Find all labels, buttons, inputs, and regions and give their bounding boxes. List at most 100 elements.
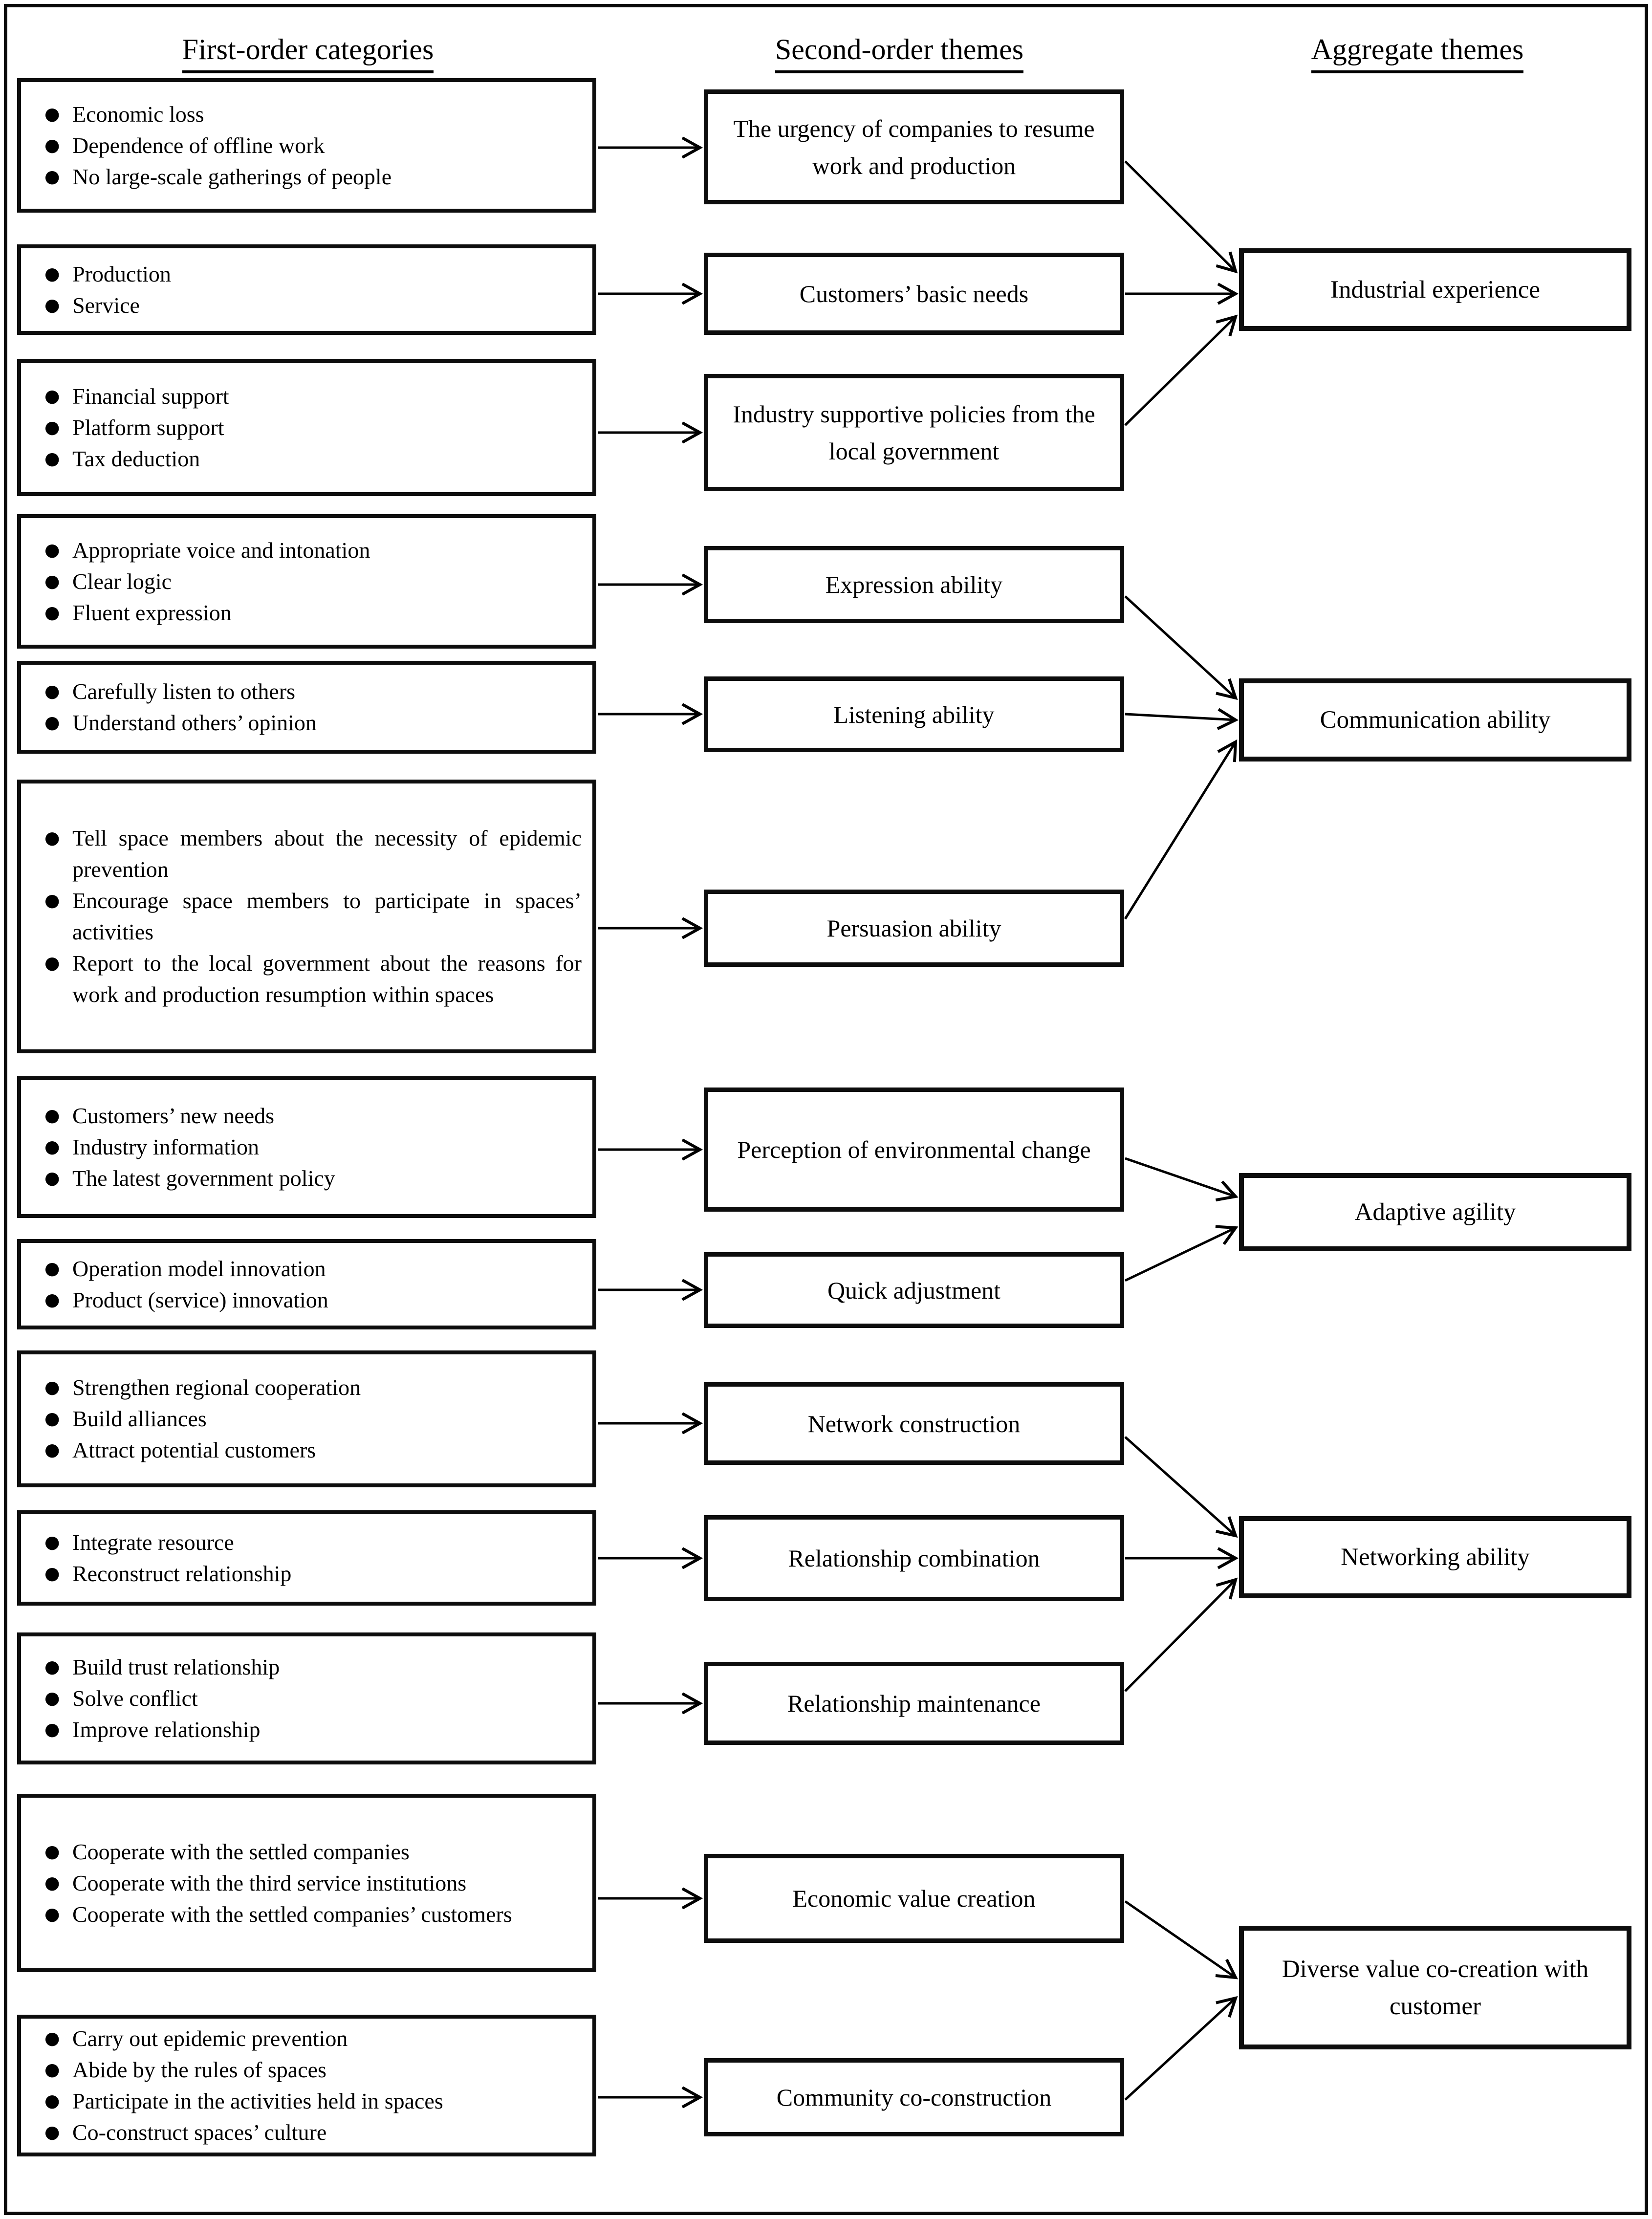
first-order-box-persuasion: ● Tell space members about the necessity … — [17, 780, 596, 1053]
bullet-list: ● Cooperate with the settled companies ● C… — [21, 1836, 592, 1930]
bullet-list: ●Carry out epidemic prevention ●Abide by… — [21, 2023, 592, 2148]
bullet-icon: ● — [44, 953, 60, 973]
theme-label: Relationship maintenance — [787, 1690, 1041, 1717]
bullet-text: Strengthen regional cooperation — [72, 1375, 361, 1400]
bullet-item: ● Participate in the activities held in s… — [21, 2086, 582, 2117]
first-order-box-expression: ●Appropriate voice and intonation ●Clear… — [17, 514, 596, 649]
bullet-text: Tax deduction — [72, 446, 200, 471]
bullet-list: ●Appropriate voice and intonation ●Clear… — [21, 535, 592, 629]
bullet-item: ●Operation model innovation — [21, 1253, 582, 1284]
bullet-item: ●Clear logic — [21, 566, 582, 597]
bullet-text: Product (service) innovation — [72, 1287, 328, 1312]
bullet-icon: ● — [44, 417, 60, 437]
aggregate-label: Communication ability — [1320, 706, 1551, 734]
bullet-icon: ● — [44, 1137, 60, 1157]
first-order-box-economic-value: ● Cooperate with the settled companies ● C… — [17, 1794, 596, 1972]
aggregate-box-networking-ability: Networking ability — [1239, 1516, 1631, 1598]
first-order-box-relationship-combination: ●Integrate resource ●Reconstruct relatio… — [17, 1510, 596, 1606]
bullet-text: Report to the local government about the… — [72, 951, 582, 1007]
bullet-text: Co-construct spaces’ culture — [72, 2120, 327, 2145]
bullet-icon: ● — [44, 1106, 60, 1126]
bullet-icon: ● — [44, 1688, 60, 1708]
second-order-box-persuasion-ability: Persuasion ability — [704, 890, 1124, 967]
bullet-text: Improve relationship — [72, 1717, 261, 1742]
bullet-icon: ● — [44, 828, 60, 848]
bullet-item: ●Build trust relationship — [21, 1652, 582, 1683]
bullet-icon: ● — [44, 1841, 60, 1862]
bullet-text: Tell space members about the necessity o… — [72, 826, 582, 882]
second-order-box-expression-ability: Expression ability — [704, 546, 1124, 623]
bullet-text: Cooperate with the third service institu… — [72, 1870, 467, 1895]
bullet-text: Industry information — [72, 1134, 259, 1159]
column-header-aggregate: Aggregate themes — [1281, 32, 1554, 76]
bullet-item: ●Reconstruct relationship — [21, 1558, 582, 1589]
bullet-text: Customers’ new needs — [72, 1103, 275, 1128]
bullet-icon: ● — [44, 166, 60, 187]
aggregate-label: Industrial experience — [1330, 276, 1541, 304]
bullet-text: Encourage space members to participate i… — [72, 888, 582, 944]
bullet-item: ●Service — [21, 290, 582, 321]
theme-label: The urgency of companies to resume work … — [733, 114, 1095, 179]
bullet-item: ● Report to the local government about th… — [21, 948, 582, 1010]
bullet-item: ●Financial support — [21, 381, 582, 412]
second-order-box-relationship-maintenance: Relationship maintenance — [704, 1662, 1124, 1745]
first-order-box-community: ●Carry out epidemic prevention ●Abide by… — [17, 2015, 596, 2156]
second-order-box-quick-adjustment: Quick adjustment — [704, 1252, 1124, 1328]
bullet-list: ● Carefully listen to others ●Understand … — [21, 676, 592, 739]
header-label: First-order categories — [182, 32, 434, 73]
theme-label: Economic value creation — [792, 1885, 1036, 1912]
bullet-icon: ● — [44, 713, 60, 733]
theme-label: Expression ability — [825, 571, 1003, 598]
bullet-icon: ● — [44, 571, 60, 591]
theme-label: Relationship combination — [788, 1545, 1040, 1572]
bullet-item: ● Strengthen regional cooperation — [21, 1372, 582, 1403]
bullet-list: ● Strengthen regional cooperation ●Build … — [21, 1372, 592, 1466]
second-order-box-supportive-policies: Industry supportive policies from the lo… — [704, 374, 1124, 491]
bullet-text: Attract potential customers — [72, 1437, 316, 1462]
bullet-icon: ● — [44, 681, 60, 701]
bullet-item: ●Build alliances — [21, 1403, 582, 1435]
bullet-item: ● Customers’ new needs — [21, 1100, 582, 1131]
bullet-icon: ● — [44, 1377, 60, 1397]
theme-label: Perception of environmental change — [737, 1136, 1091, 1163]
bullet-icon: ● — [44, 1872, 60, 1893]
bullet-item: ● Tax deduction — [21, 443, 582, 475]
aggregate-label: Networking ability — [1341, 1544, 1530, 1571]
bullet-text: Production — [72, 261, 171, 286]
bullet-icon: ● — [44, 2091, 60, 2111]
second-order-box-perception-change: Perception of environmental change — [704, 1088, 1124, 1212]
bullet-icon: ● — [44, 2122, 60, 2142]
theme-label: Persuasion ability — [826, 914, 1001, 942]
bullet-item: ● Carry out epidemic prevention — [21, 2023, 582, 2054]
bullet-item: ● Cooperate with the settled companies — [21, 1836, 582, 1868]
bullet-icon: ● — [44, 386, 60, 406]
bullet-item: ●Understand others’ opinion — [21, 707, 582, 739]
bullet-item: ●Integrate resource — [21, 1527, 582, 1558]
bullet-text: Economic loss — [72, 101, 204, 127]
bullet-text: Participate in the activities held in sp… — [72, 2088, 443, 2113]
bullet-icon: ● — [44, 1258, 60, 1279]
bullet-list: ●Integrate resource ●Reconstruct relatio… — [21, 1527, 592, 1589]
bullet-icon: ● — [44, 104, 60, 124]
theme-label: Customers’ basic needs — [799, 280, 1029, 307]
bullet-text: Carefully listen to others — [72, 679, 296, 704]
bullet-text: Cooperate with the settled companies’ cu… — [72, 1901, 512, 1927]
bullet-item: ● Solve conflict — [21, 1683, 582, 1714]
bullet-icon: ● — [44, 1440, 60, 1460]
bullet-text: Platform support — [72, 415, 224, 440]
bullet-text: Carry out epidemic prevention — [72, 2026, 348, 2051]
first-order-box-listening: ● Carefully listen to others ●Understand … — [17, 661, 596, 754]
bullet-text: Solve conflict — [72, 1686, 198, 1711]
bullet-icon: ● — [44, 1289, 60, 1310]
second-order-box-urgency: The urgency of companies to resume work … — [704, 89, 1124, 204]
bullet-list: ● Customers’ new needs ● Industry informat… — [21, 1100, 592, 1194]
bullet-text: Cooperate with the settled companies — [72, 1839, 410, 1864]
bullet-text: Service — [72, 292, 140, 318]
bullet-icon: ● — [44, 449, 60, 469]
bullet-icon: ● — [44, 1719, 60, 1740]
header-label: Second-order themes — [775, 32, 1024, 73]
bullet-icon: ● — [44, 2028, 60, 2048]
first-order-box-network-construction: ● Strengthen regional cooperation ●Build … — [17, 1350, 596, 1487]
bullet-item: ●Fluent expression — [21, 597, 582, 629]
bullet-item: ● Improve relationship — [21, 1714, 582, 1745]
